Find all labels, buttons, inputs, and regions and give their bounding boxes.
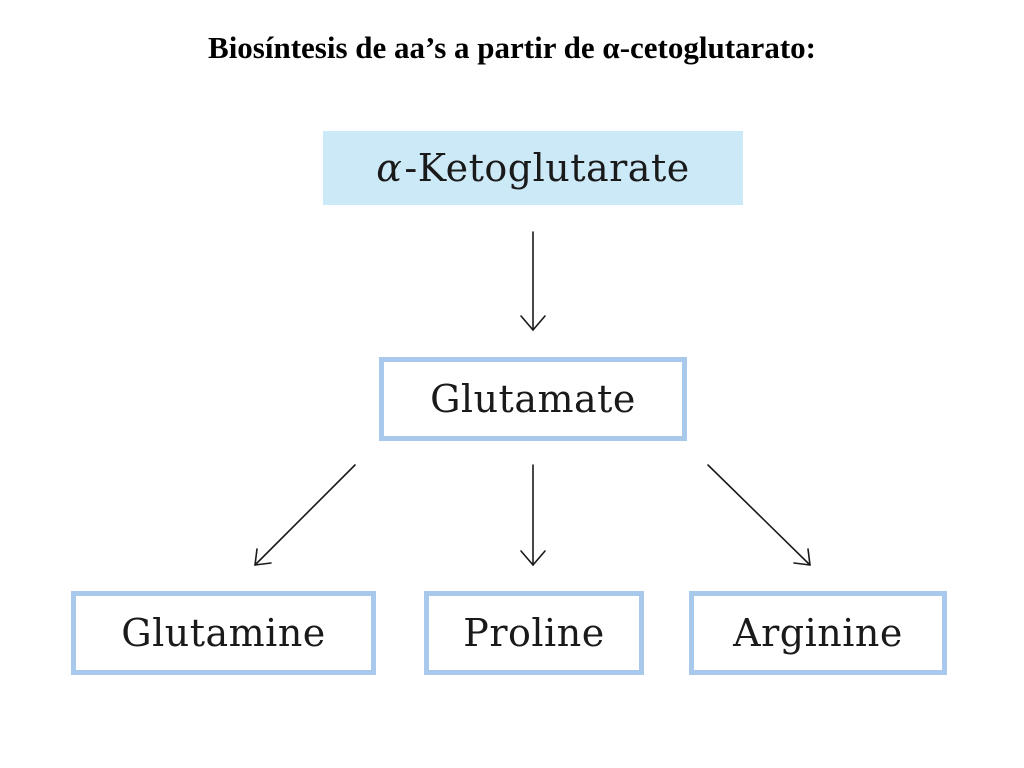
glutamate-node: Glutamate	[379, 357, 687, 441]
arrow-glutamate-to-arginine	[707, 464, 811, 566]
glutamine-node: Glutamine	[71, 591, 376, 675]
alpha-ketoglutarate-node: α-Ketoglutarate	[323, 131, 743, 205]
arrow-ketoglutarate-to-glutamate	[520, 231, 546, 331]
proline-label: Proline	[463, 611, 605, 655]
proline-node: Proline	[424, 591, 644, 675]
slide-title: Biosíntesis de aa’s a partir de α-cetogl…	[208, 30, 816, 65]
arginine-node: Arginine	[689, 591, 947, 675]
alpha-symbol: α	[376, 146, 403, 190]
arrow-glutamate-to-glutamine	[254, 464, 356, 566]
glutamine-label: Glutamine	[121, 611, 326, 655]
alpha-ketoglutarate-label: -Ketoglutarate	[404, 146, 690, 190]
arrow-glutamate-to-proline	[520, 464, 546, 566]
arginine-label: Arginine	[733, 611, 903, 655]
glutamate-label: Glutamate	[430, 377, 636, 421]
